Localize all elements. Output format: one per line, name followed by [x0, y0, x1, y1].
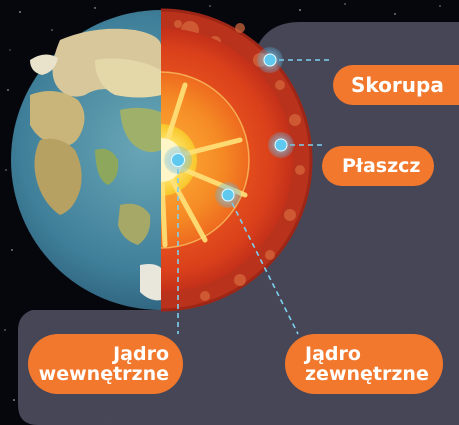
connector-outer-core: [227, 194, 299, 335]
label-inner-core-line2: wewnętrzne: [38, 363, 169, 385]
label-inner-core-line1: Jądro: [113, 343, 169, 365]
label-mantle-text: Płaszcz: [342, 155, 421, 177]
label-outer-core-line1: Jądro: [305, 343, 361, 365]
marker-crust: [257, 47, 283, 73]
marker-mantle: [268, 132, 294, 158]
label-mantle: Płaszcz: [322, 146, 434, 186]
marker-outer-core: [215, 182, 241, 208]
label-crust-text: Skorupa: [351, 73, 444, 97]
marker-inner-core: [164, 146, 192, 174]
label-outer-core-line2: zewnętrzne: [305, 363, 429, 385]
label-crust: Skorupa: [333, 65, 459, 105]
label-outer-core: Jądro zewnętrzne: [285, 334, 443, 394]
earth-interior-half: [161, 8, 313, 312]
label-inner-core: Jądro wewnętrzne: [28, 334, 183, 394]
earth-surface-half: [11, 10, 161, 310]
